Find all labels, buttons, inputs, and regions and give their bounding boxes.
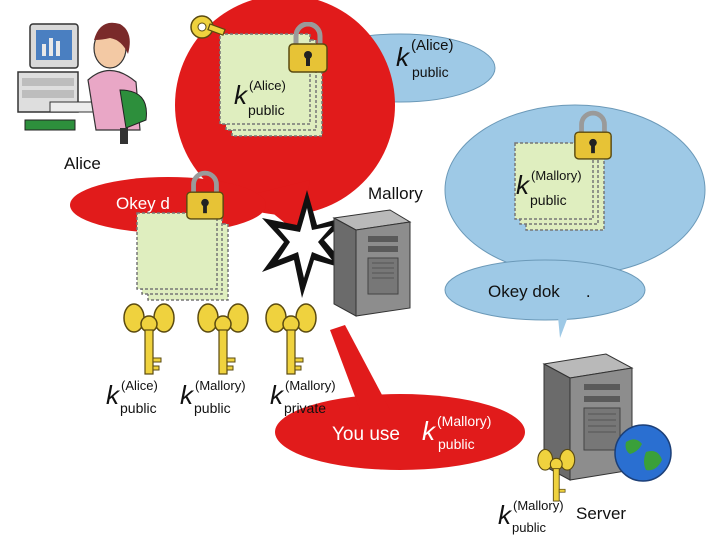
- alice-illustration: [17, 22, 147, 144]
- k-label-blue-doc: k(Mallory) public: [516, 168, 582, 208]
- k-label-key3: k(Mallory) private: [270, 378, 336, 416]
- red-bubble-top-tail: [250, 180, 310, 235]
- key-icon-server: [537, 448, 576, 502]
- document-stack-left: [136, 212, 229, 301]
- document-stack-red: [219, 33, 323, 137]
- lock-icon-left: [186, 170, 224, 220]
- mallory-server: [332, 209, 412, 317]
- alice-label: Alice: [64, 154, 101, 173]
- okey-right-tail: .: [585, 282, 591, 301]
- okey-left-label: Okey d: [116, 194, 170, 213]
- okey-right-text: Okey dok: [488, 282, 560, 301]
- lock-icon-right: [574, 110, 612, 160]
- key-icon-mallory-private: [265, 303, 317, 375]
- key-icon-mallory-public: [197, 303, 249, 375]
- crash-star: [262, 190, 352, 298]
- k-label-key2: k(Mallory) public: [180, 378, 246, 416]
- globe-icon: [614, 424, 672, 482]
- k-label-server: k(Mallory) public: [498, 498, 564, 535]
- document-stack-blue: [514, 142, 605, 231]
- mallory-label: Mallory: [368, 184, 423, 203]
- you-use-label: You use: [332, 424, 400, 445]
- k-label-red-doc: k(Alice) public: [234, 78, 286, 118]
- key-icon-alice-public: [123, 303, 175, 375]
- okey-right-label: Okey dok.: [488, 282, 591, 302]
- lock-icon: [288, 22, 328, 73]
- k-label-you-use: k(Mallory) public: [422, 413, 492, 452]
- k-label-key1: k(Alice) public: [106, 378, 158, 416]
- server-label: Server: [576, 504, 627, 523]
- red-bubble-you-use: [275, 394, 525, 470]
- red-bubble-you-use-tail: [330, 325, 390, 410]
- k-label-top-bubble: k(Alice) public: [396, 37, 454, 80]
- key-icon-top: [190, 15, 226, 39]
- blue-bubble-okey-tail: [555, 285, 580, 338]
- blue-bubble-okey: [444, 259, 646, 321]
